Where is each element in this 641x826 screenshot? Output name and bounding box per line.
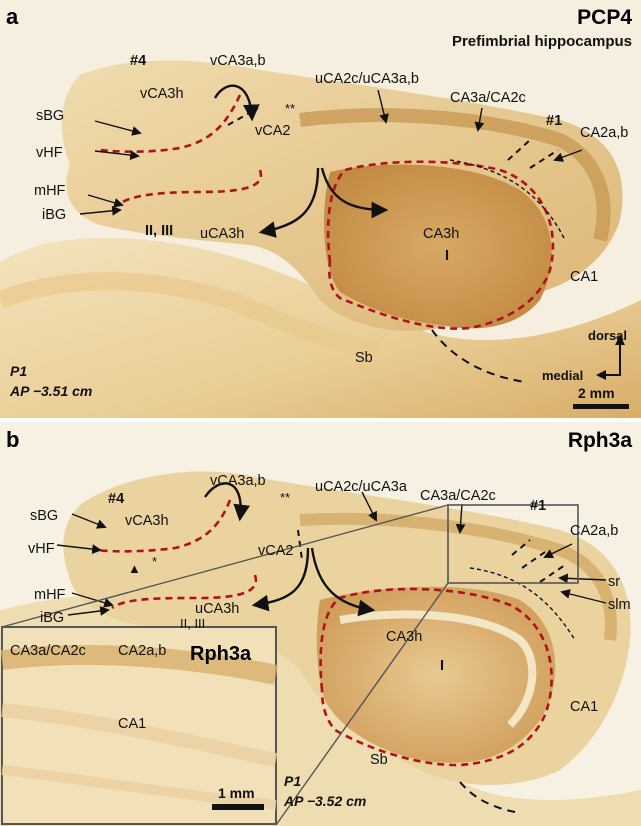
panel-b-sb: Sb [370, 752, 388, 768]
panel-b-hash1: #1 [530, 498, 546, 514]
panel-b-inset-scale-label: 1 mm [218, 785, 255, 801]
panel-a-p1: P1 [10, 363, 27, 379]
panel-a-scale-bar [573, 404, 629, 409]
panel-b-ibg: iBG [40, 610, 64, 626]
panel-b-ca2ab: CA2a,b [570, 523, 618, 539]
panel-b-mhf: mHF [34, 587, 66, 603]
panel-a-ca3a-ca2c: CA3a/CA2c [450, 90, 526, 106]
panel-a-ca3h-boundary [326, 160, 555, 330]
panel-b-letter: b [6, 427, 19, 452]
panel-a-ap: AP −3.51 cm [9, 383, 92, 399]
panel-a-ca2ab: CA2a,b [580, 125, 628, 141]
panel-b-sr: sr [608, 574, 620, 590]
panel-b-vca3h: vCA3h [125, 513, 169, 529]
panel-a-hash4: #4 [130, 53, 146, 69]
panel-a-uca3h: uCA3h [200, 226, 244, 242]
panel-a-uca2c: uCA2c/uCA3a,b [315, 71, 419, 87]
panel-a: a PCP4 Prefimbrial hippocampus #4 vCA3a,… [0, 0, 641, 418]
panel-a-ca3h: CA3h [423, 226, 459, 242]
panel-a-uca3h-boundary [117, 169, 263, 207]
panel-b-ca3h: CA3h [386, 629, 422, 645]
panel-b-triangle: ▲ [128, 561, 141, 576]
panel-b-ap: AP −3.52 cm [283, 793, 366, 809]
panel-b-uca3h-boundary [111, 574, 258, 610]
panel-b-ca3a-ca2c: CA3a/CA2c [420, 488, 496, 504]
panel-b-inset-ca2ab: CA2a,b [118, 643, 166, 659]
panel-a-stars: ** [285, 101, 295, 116]
panel-b-vca3ab: vCA3a,b [210, 473, 266, 489]
panel-a-mhf: mHF [34, 183, 66, 199]
panel-b-sbg: sBG [30, 508, 58, 524]
panel-b-inset-ca1: CA1 [118, 716, 146, 732]
panel-b-stain-title: Rph3a [568, 429, 633, 452]
panel-b-inset: Rph3a CA3a/CA2c CA2a,b CA1 1 mm [0, 626, 279, 825]
panel-a-scale-label: 2 mm [578, 385, 615, 401]
panel-b-inset-stain: Rph3a [190, 643, 252, 665]
panel-a-vca2: vCA2 [255, 123, 290, 139]
panel-b-ca1: CA1 [570, 699, 598, 715]
panel-a-dorsal: dorsal [588, 328, 627, 343]
panel-a-letter: a [6, 4, 19, 29]
panel-a-vhf: vHF [36, 145, 63, 161]
panel-b-vhf: vHF [28, 541, 55, 557]
panel-a-stain-title: PCP4 [577, 6, 632, 29]
panel-a-vca3ab: vCA3a,b [210, 53, 266, 69]
panel-b-vca3h-boundary [94, 499, 232, 553]
panel-b-p1: P1 [284, 773, 301, 789]
panel-b: Rph3a CA3a/CA2c CA2a,b CA1 1 mm b Rph3a … [0, 422, 641, 826]
panel-b-inset-scale-bar [212, 804, 264, 810]
panel-b-uca2c: uCA2c/uCA3a [315, 479, 408, 495]
panel-a-vca3h: vCA3h [140, 86, 184, 102]
panel-a-layer-i: I [445, 248, 449, 264]
panel-b-inset-ca3a-ca2c: CA3a/CA2c [10, 643, 86, 659]
panel-a-ca1: CA1 [570, 269, 598, 285]
panel-b-ii-iii: II, III [180, 616, 205, 631]
panel-a-ii-iii: II, III [145, 223, 173, 239]
panel-b-zoom-box [447, 504, 579, 584]
panel-b-uca3h: uCA3h [195, 601, 239, 617]
panel-b-stars: ** [280, 490, 290, 505]
panel-b-star: * [152, 554, 157, 569]
panel-b-layer-i: I [440, 658, 444, 674]
panel-b-vca2: vCA2 [258, 543, 293, 559]
panel-a-sb: Sb [355, 350, 373, 366]
panel-b-slm: slm [608, 597, 631, 613]
panel-a-hash1: #1 [546, 113, 562, 129]
panel-a-medial: medial [542, 368, 583, 383]
panel-a-subtitle: Prefimbrial hippocampus [452, 33, 632, 50]
panel-a-ibg: iBG [42, 207, 66, 223]
panel-b-hash4: #4 [108, 491, 124, 507]
panel-a-sbg: sBG [36, 108, 64, 124]
